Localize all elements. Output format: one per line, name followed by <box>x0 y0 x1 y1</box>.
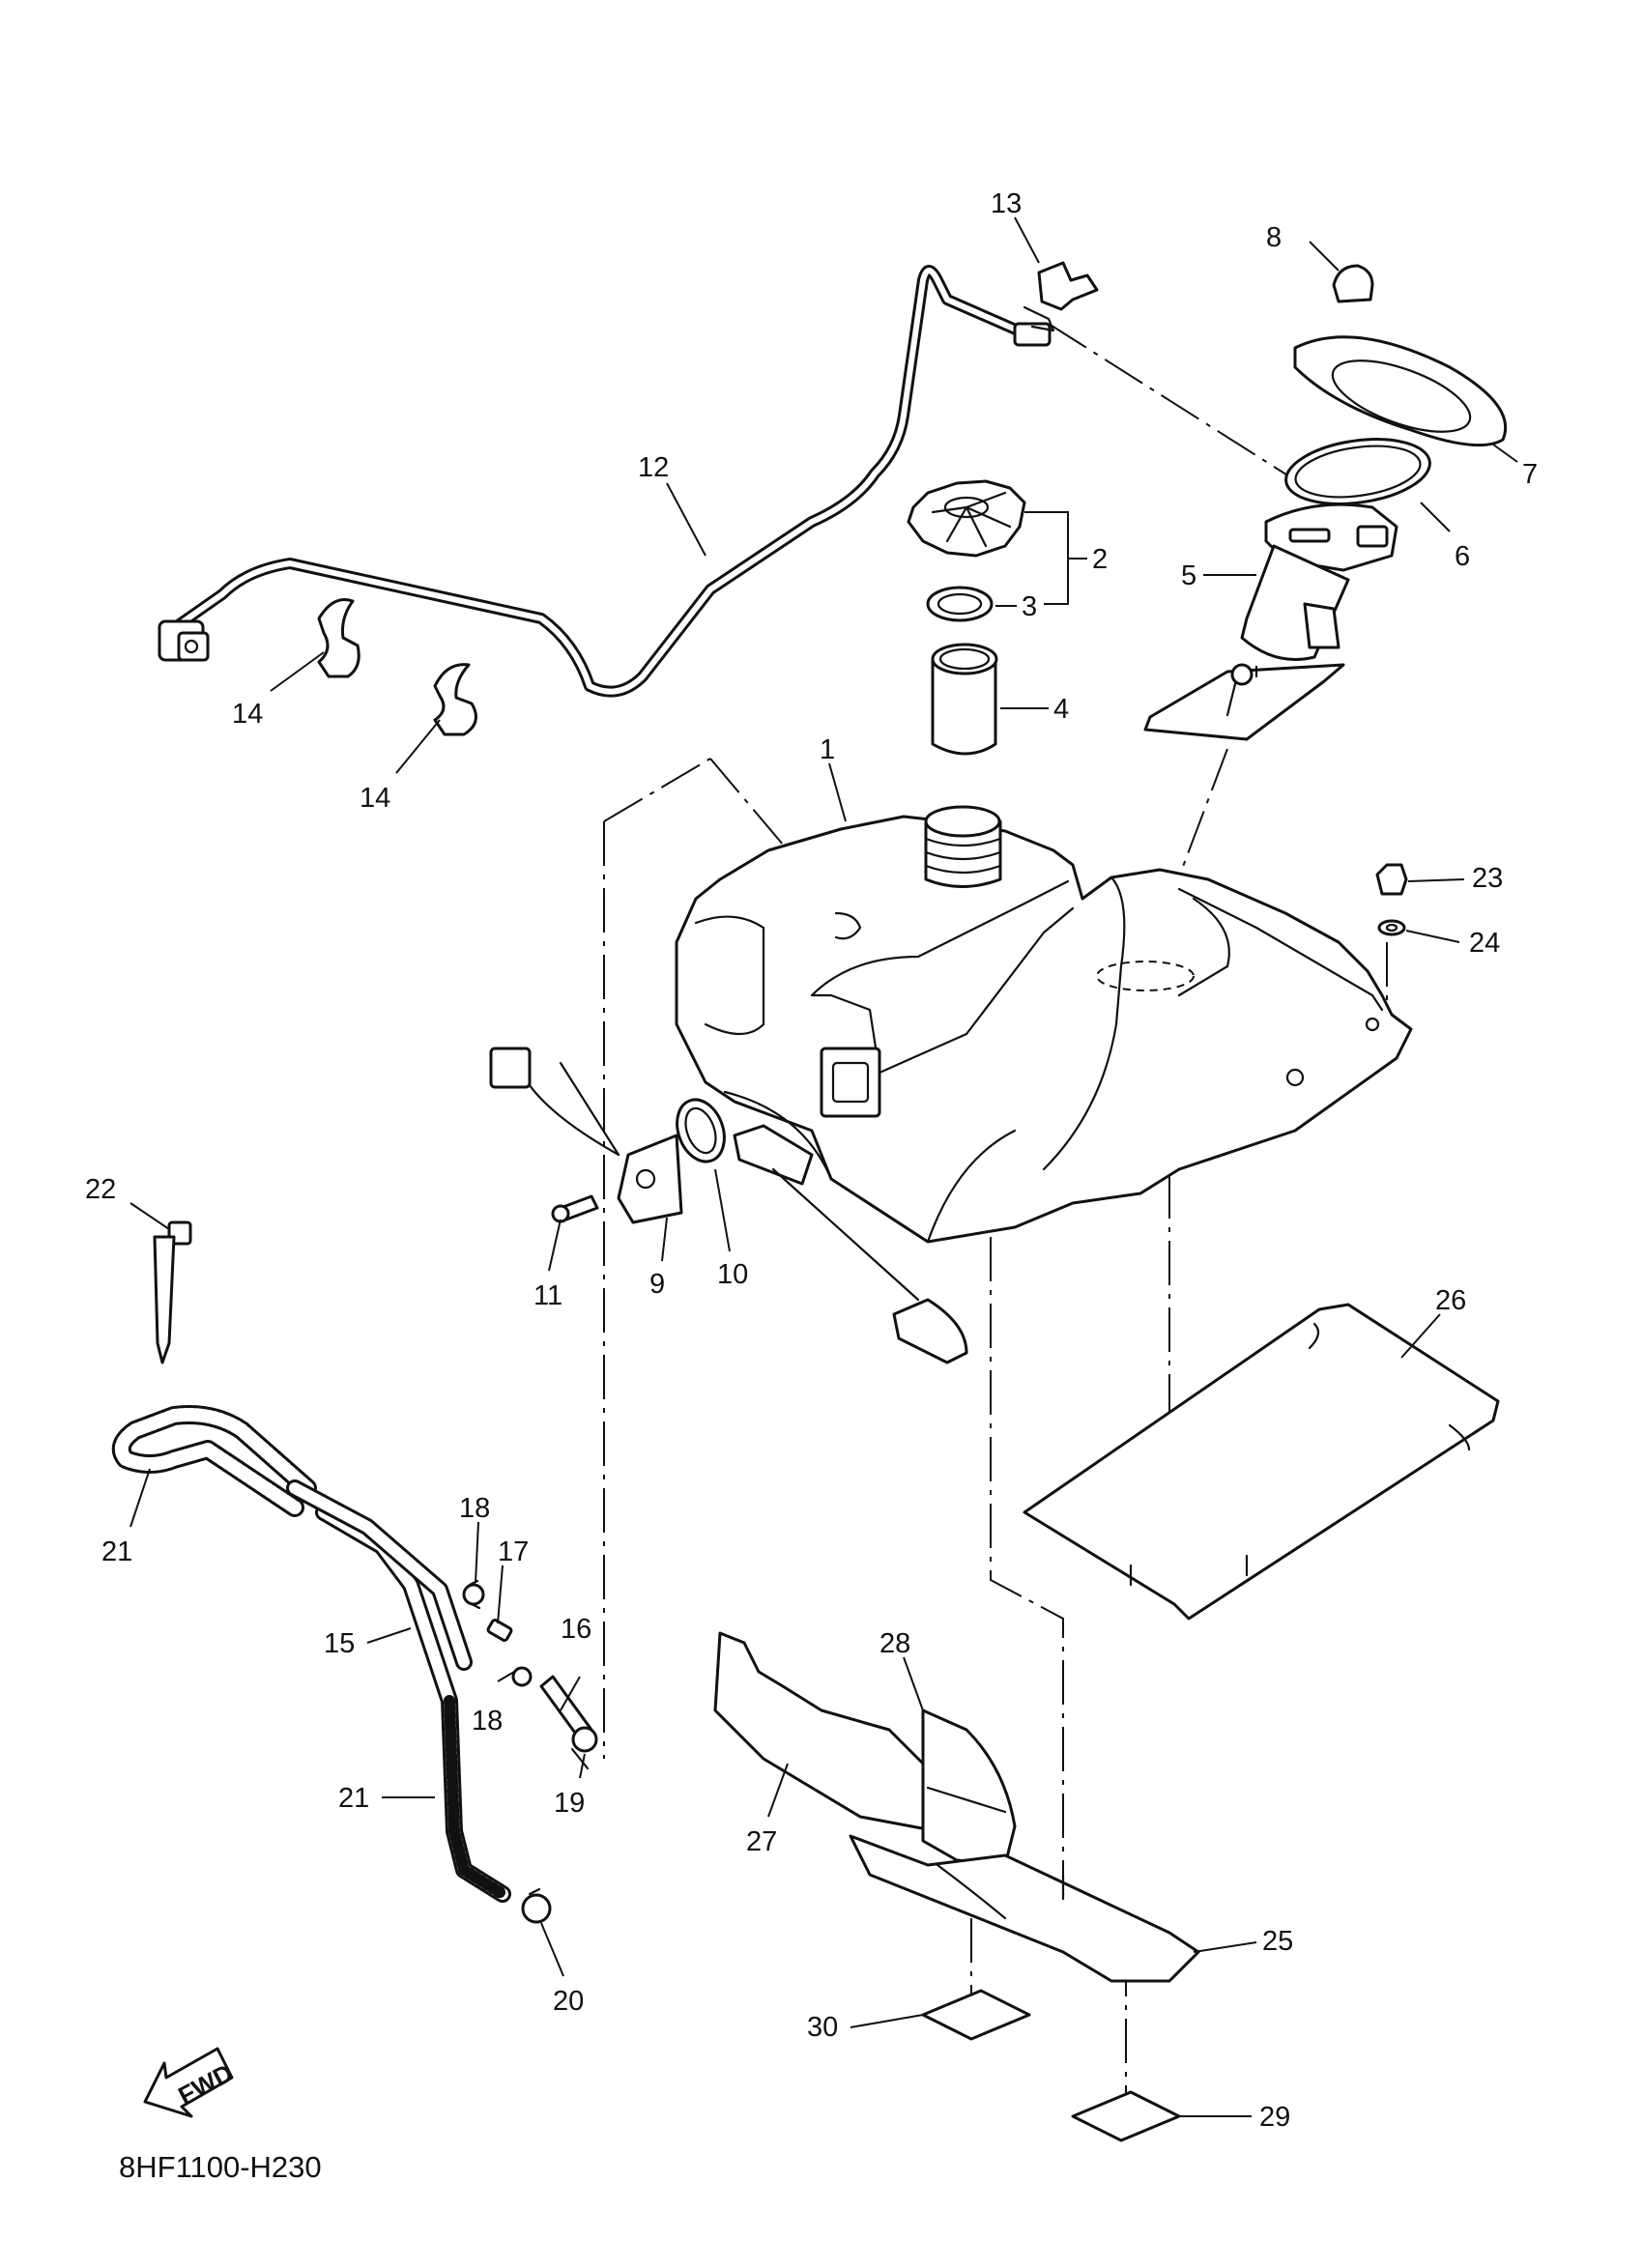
breather-hose-part-21a <box>111 1405 317 1517</box>
callout-14b: 14 <box>360 783 390 814</box>
callout-23: 23 <box>1472 863 1503 894</box>
plug-part-23 <box>1375 863 1408 896</box>
fuel-hose-line-part-12 <box>158 265 1052 698</box>
nut-part-8 <box>1332 264 1374 303</box>
callout-22: 22 <box>85 1174 116 1205</box>
side-cover-part-27 <box>713 1631 939 1833</box>
breather-hose-part-15 <box>286 1479 511 1903</box>
callout-19: 19 <box>554 1788 585 1819</box>
callout-27: 27 <box>746 1826 777 1857</box>
callout-20: 20 <box>553 1986 584 2017</box>
clamp-bracket-part-13 <box>1023 261 1099 332</box>
fuel-pump-part-5 <box>1143 502 1398 741</box>
filler-neck-part-4 <box>931 643 998 756</box>
leader-lines <box>130 216 1518 2117</box>
callout-17: 17 <box>498 1536 529 1567</box>
callout-8: 8 <box>1266 222 1282 253</box>
callout-21a: 21 <box>101 1536 132 1567</box>
callout-5: 5 <box>1181 560 1196 591</box>
sender-oring-part-10 <box>676 1098 726 1163</box>
callout-18b: 18 <box>472 1706 503 1737</box>
pad-part-29 <box>1071 2090 1181 2142</box>
hose-clip-part-14b <box>433 663 477 736</box>
callout-6: 6 <box>1455 541 1470 572</box>
pump-seal-part-6 <box>1284 438 1431 505</box>
diagram-code: 8HF1100-H230 <box>119 2150 322 2184</box>
callout-21b: 21 <box>338 1783 369 1814</box>
callout-29: 29 <box>1259 2102 1290 2133</box>
side-cover-part-28 <box>921 1708 1017 1867</box>
callout-7: 7 <box>1522 459 1538 490</box>
callout-24: 24 <box>1469 928 1500 959</box>
callout-4: 4 <box>1053 694 1069 725</box>
callout-12: 12 <box>638 452 669 483</box>
callout-labels: 1 2 3 4 5 6 7 8 9 10 11 12 13 14 14 15 1… <box>85 188 1538 2133</box>
washer-part-24 <box>1377 919 1406 936</box>
callout-9: 9 <box>649 1269 665 1300</box>
callout-3: 3 <box>1022 591 1037 622</box>
callout-14a: 14 <box>232 699 263 730</box>
fuel-tank-part-1 <box>675 805 1413 1244</box>
cable-tie-part-22 <box>153 1220 192 1364</box>
callout-2: 2 <box>1092 544 1108 575</box>
pump-retainer-plate-part-7 <box>1293 335 1508 447</box>
screw-part-11 <box>551 1194 599 1223</box>
callout-16: 16 <box>561 1614 591 1645</box>
callout-13: 13 <box>991 188 1022 219</box>
callout-10: 10 <box>717 1259 748 1290</box>
fittings-parts-16-20 <box>462 1579 598 1924</box>
callout-11: 11 <box>533 1280 562 1311</box>
fwd-arrow-icon: FWD <box>143 2047 238 2118</box>
callout-30: 30 <box>807 2012 838 2043</box>
under-panel-part-25 <box>849 1834 1200 1983</box>
cap-gasket-part-3 <box>926 586 994 622</box>
callout-1: 1 <box>820 734 835 765</box>
callout-28: 28 <box>879 1628 910 1659</box>
fuel-cap-part-2 <box>907 479 1026 558</box>
callout-26: 26 <box>1435 1285 1466 1316</box>
callout-25: 25 <box>1262 1926 1293 1957</box>
hose-clip-part-14a <box>317 598 360 678</box>
pad-part-30 <box>921 1989 1031 2041</box>
heat-shield-part-26 <box>1023 1303 1500 1621</box>
fuel-sender-unit <box>489 1047 968 1364</box>
sender-flange-part-9 <box>617 1134 683 1224</box>
callout-18a: 18 <box>459 1493 490 1524</box>
callout-15: 15 <box>324 1628 355 1659</box>
